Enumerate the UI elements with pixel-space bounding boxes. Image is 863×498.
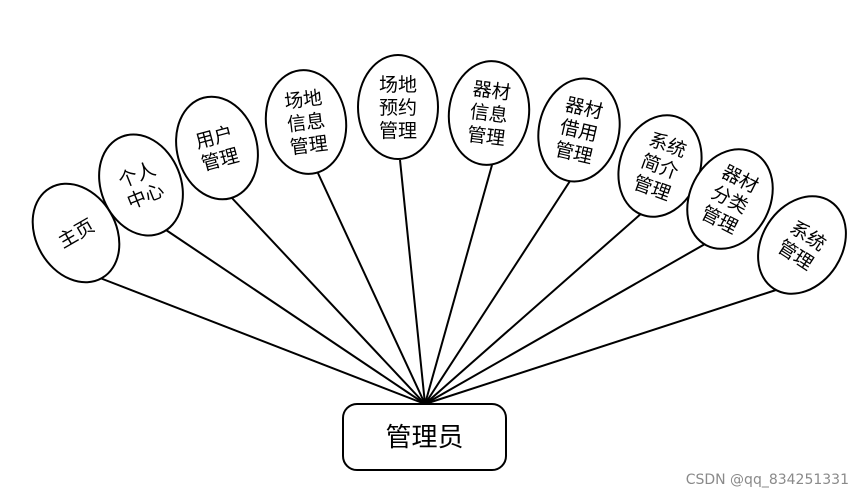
node-ellipse-venue-booking-management (357, 54, 439, 160)
connector-personal-center (165, 229, 426, 405)
connector-home (99, 277, 426, 405)
node-label-equipment-info-management-1: 信息 (469, 101, 509, 127)
node-ellipse-equipment-borrow-management (537, 77, 621, 183)
node-label-venue-booking-management-0: 场地 (379, 74, 417, 96)
node-label-venue-info-management-2: 管理 (289, 133, 329, 159)
node-ellipse-equipment-category-management (686, 148, 774, 250)
connector-venue-info-management (316, 170, 426, 405)
node-label-venue-booking-management-2: 管理 (379, 120, 417, 142)
node-ellipse-venue-info-management (264, 69, 348, 175)
node-ellipse-personal-center (98, 133, 184, 237)
root-node: 管理员 (342, 403, 507, 471)
node-label-venue-booking-management-1: 预约 (379, 97, 417, 119)
node-label-venue-info-management-0: 场地 (283, 87, 323, 113)
root-label: 管理员 (385, 423, 463, 453)
node-ellipse-equipment-info-management (447, 60, 531, 166)
node-label-equipment-info-management-2: 管理 (466, 124, 506, 150)
connector-system-intro-management (424, 211, 644, 405)
watermark: CSDN @qq_834251331 (685, 472, 849, 488)
connector-equipment-info-management (424, 164, 493, 405)
node-label-venue-info-management-1: 信息 (286, 110, 326, 136)
node-ellipse-system-management (757, 195, 847, 295)
connector-venue-booking-management (399, 159, 426, 405)
connector-equipment-category-management (424, 243, 706, 405)
connector-user-management (230, 196, 426, 405)
node-ellipse-user-management (175, 95, 259, 201)
node-label-equipment-info-management-0: 器材 (471, 78, 511, 104)
root-box (342, 403, 507, 471)
connector-equipment-borrow-management (424, 180, 571, 405)
connector-system-management (424, 289, 777, 405)
node-home: 主页 (31, 182, 121, 284)
